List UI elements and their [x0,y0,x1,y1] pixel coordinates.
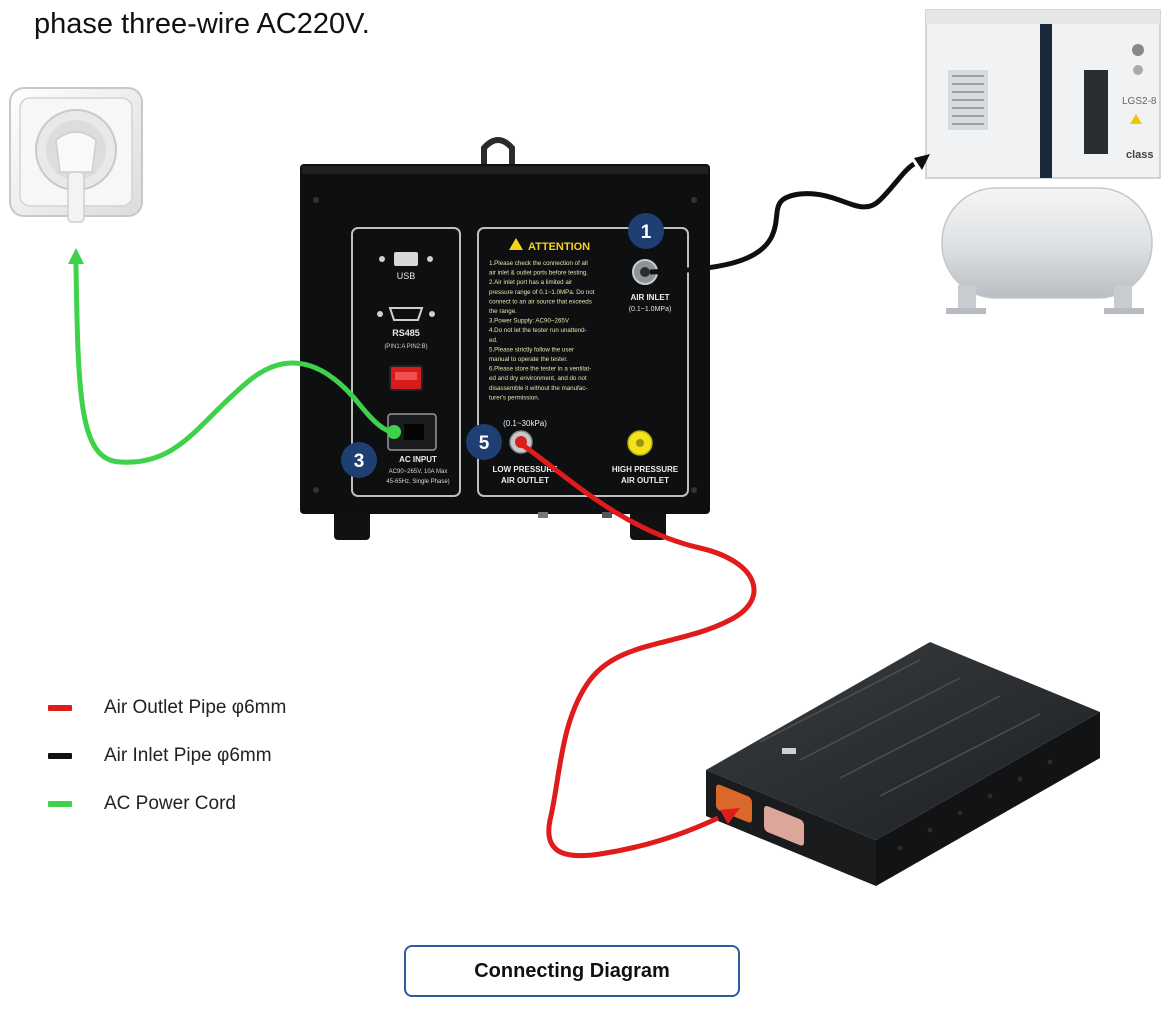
leak-tester-device: USB RS485 (PIN1:A PIN2:B) AC INPUT AC90~… [300,137,710,540]
attention-line: pressure range of 0.1~1.0MPa. Do not [489,289,595,296]
badge-air-inlet: 1 [628,213,664,249]
compressor-model-label: LGS2-8 [1122,96,1157,107]
attention-line: ed. [489,337,498,344]
legend-label: AC Power Cord [104,793,236,814]
attention-line: 3.Power Supply: AC90~265V [489,318,570,325]
legend-item-inlet-pipe: Air Inlet Pipe φ6mm [48,732,286,780]
inlet-pipe-arrow [914,154,930,170]
legend-swatch-red [48,705,72,711]
power-cord-plug [387,425,401,439]
air-inlet-label: AIR INLET [630,293,669,302]
ac-input-spec-1: AC90~265V, 10A Max [389,469,448,475]
intro-text: phase three-wire AC220V. [34,8,370,40]
legend-item-outlet-pipe: Air Outlet Pipe φ6mm [48,684,286,732]
svg-text:3: 3 [354,451,365,472]
air-outlet-pipe [519,441,757,859]
badge-ac-input: 3 [341,442,377,478]
attention-line: turer's permission. [489,394,540,401]
air-inlet-pipe [649,154,930,275]
attention-line: connect to an air source that exceeds [489,298,592,305]
svg-text:5: 5 [479,433,490,454]
battery-pack [706,642,1100,886]
legend-label: Air Outlet Pipe φ6mm [104,697,287,718]
attention-line: disassemble it without the manufac- [489,385,587,392]
legend-swatch-black [48,753,72,759]
legend: Air Outlet Pipe φ6mm Air Inlet Pipe φ6mm… [48,684,286,828]
low-pressure-range: (0.1~30kPa) [503,419,547,428]
attention-text: 1.Please check the connection of all air … [489,260,595,401]
air-inlet-range: (0.1~1.0MPa) [629,306,672,313]
rs485-sub-label: (PIN1:A PIN2:B) [384,344,427,350]
attention-line: 2.Air inlet port has a limited air [489,279,572,286]
attention-line: ed and dry environment, and do not [489,375,587,382]
low-pressure-label-2: AIR OUTLET [501,476,549,485]
power-cord-arrow [68,248,84,264]
ac-input-label: AC INPUT [399,455,437,464]
ac-input-spec-2: 45-65Hz, Single Phase) [386,479,449,485]
attention-line: 6.Please store the tester in a ventilat- [489,366,591,373]
outlet-pipe-arrow [720,808,740,824]
attention-line: air inlet & outlet ports before testing. [489,270,588,277]
attention-line: the range. [489,308,517,315]
caption-text: Connecting Diagram [474,959,670,982]
svg-text:1: 1 [641,222,652,243]
attention-line: 4.Do not let the tester run unattend- [489,327,587,334]
compressor-brand-label: class [1126,149,1154,161]
legend-item-power-cord: AC Power Cord [48,780,286,828]
attention-line: 5.Please strictly follow the user [489,346,574,353]
high-pressure-label-2: AIR OUTLET [621,476,669,485]
warning-icon [509,238,523,250]
legend-swatch-green [48,801,72,807]
attention-title: ATTENTION [528,241,590,253]
rs485-label: RS485 [392,328,420,338]
attention-line: 1.Please check the connection of all [489,260,588,267]
air-compressor: LGS2-8 class [925,9,1161,314]
wall-socket [9,87,143,223]
legend-label: Air Inlet Pipe φ6mm [104,745,272,766]
attention-line: manual to operate the tester. [489,356,568,363]
ac-power-cord [68,248,401,465]
high-pressure-label-1: HIGH PRESSURE [612,465,679,474]
badge-low-pressure: 5 [466,424,502,460]
caption-box: Connecting Diagram [404,945,740,997]
usb-label: USB [397,271,416,281]
low-pressure-label-1: LOW PRESSURE [493,465,559,474]
